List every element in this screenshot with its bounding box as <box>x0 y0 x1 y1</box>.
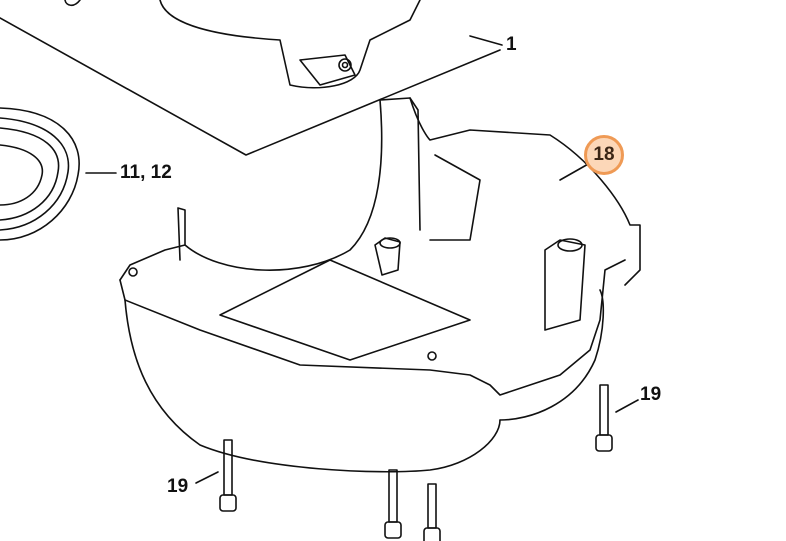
ring-seals <box>0 107 117 241</box>
screw <box>595 384 639 452</box>
screw <box>195 439 237 512</box>
callout-part-19-left[interactable]: 19 <box>167 476 189 497</box>
screws-19 <box>195 384 639 541</box>
screw <box>423 483 441 541</box>
callout-part-18-highlighted[interactable]: 18 <box>584 135 624 175</box>
callout-part-1[interactable]: 1 <box>506 34 517 55</box>
screw <box>384 469 402 539</box>
callout-part-11-12[interactable]: 11, 12 <box>120 162 172 183</box>
callout-part-19-right[interactable]: 19 <box>640 384 662 405</box>
housing-part-18 <box>119 97 641 473</box>
part-1-assembly <box>0 0 503 156</box>
